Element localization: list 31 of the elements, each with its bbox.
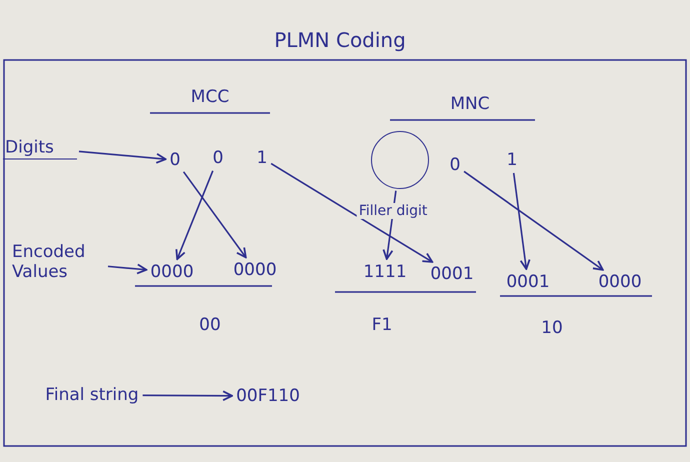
value-text: 0001 — [504, 271, 552, 293]
arrow — [270, 162, 434, 263]
value-text: 0 — [448, 154, 462, 176]
value-text: 1111 — [361, 261, 409, 283]
group-heading: MCC — [190, 87, 230, 107]
title: PLMN Coding — [274, 30, 406, 50]
value-text: 0 — [168, 149, 182, 171]
value-text: Encoded Values — [10, 241, 106, 283]
value-text: 1 — [504, 149, 520, 171]
empty-circle — [371, 131, 429, 189]
arrow — [464, 170, 604, 271]
byte-value: 10 — [541, 318, 563, 338]
value-text: 0 — [210, 147, 226, 169]
value-text: Digits — [3, 136, 77, 160]
value-text: 0000 — [148, 261, 196, 283]
value-text: 1 — [254, 147, 270, 169]
value-text: 0000 — [231, 259, 279, 281]
value-text: 0001 — [428, 263, 476, 285]
arrow — [108, 264, 148, 274]
edge-label: Filler digit — [356, 203, 430, 220]
value-text: Final string — [43, 384, 141, 406]
byte-value: F1 — [372, 315, 392, 335]
arrow — [78, 150, 166, 164]
arrow — [142, 390, 233, 402]
group-heading: MNC — [450, 94, 490, 114]
arrow — [182, 171, 247, 258]
value-text: 0000 — [596, 271, 644, 293]
byte-value: 00 — [199, 315, 221, 335]
arrow — [512, 172, 530, 270]
arrow — [176, 170, 214, 260]
value-text: 00F110 — [234, 385, 302, 407]
